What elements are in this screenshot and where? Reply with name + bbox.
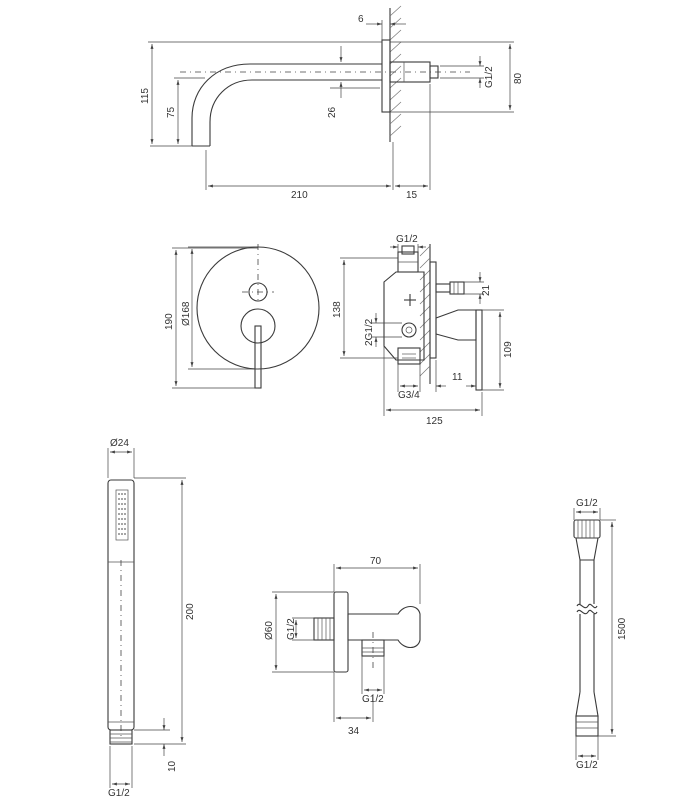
wall-outlet-dim-60: Ø60	[264, 621, 275, 640]
mixer-dim-125: 125	[426, 416, 443, 427]
hand-shower-drawing: Ø24 200 10 G1/2	[107, 438, 196, 799]
hose-dim-1500: 1500	[617, 617, 628, 640]
mixer-lever	[254, 325, 262, 389]
hand-shower-thread	[109, 729, 133, 745]
spout-plate	[381, 39, 391, 113]
mixer-thread-top: G1/2	[396, 234, 418, 245]
wall-outlet-dim-34: 34	[348, 726, 360, 737]
wall-outlet-thread-left: G1/2	[286, 618, 297, 640]
mixer-diverter-pin	[449, 281, 465, 295]
mixer-lever-side	[475, 309, 483, 391]
mixer-front-drawing: 190 Ø168	[164, 244, 320, 389]
mixer-body	[383, 271, 425, 361]
spout-dim-26: 26	[327, 106, 338, 118]
hose-drawing: G1/2 1500 G1/2	[573, 498, 628, 771]
spout-thread-label: G1/2	[484, 66, 495, 88]
spout-dim-210: 210	[291, 190, 308, 201]
mixer-dim-11: 11	[452, 372, 463, 383]
hand-shower-dim-24: Ø24	[110, 438, 129, 449]
hand-shower-thread-label: G1/2	[108, 788, 130, 799]
hand-shower-dim-200: 200	[185, 603, 196, 620]
hose-break-bottom	[576, 609, 598, 615]
wall-outlet-plate	[333, 591, 349, 673]
mixer-handle-side	[435, 309, 477, 341]
mixer-side-inlet	[401, 322, 417, 338]
wall-outlet-dim-70: 70	[370, 556, 382, 567]
hand-shower-nozzles	[118, 493, 126, 535]
mixer-plate	[429, 261, 437, 359]
spout-dim-15: 15	[406, 190, 418, 201]
mixer-dim-168: Ø168	[181, 301, 192, 326]
spout-dim-75: 75	[166, 106, 177, 118]
spout-drawing: 6 115 75 26 G1/2 80 210 15	[140, 5, 524, 201]
hose-break-top	[576, 603, 598, 609]
mixer-thread-bottom: G3/4	[398, 390, 420, 401]
hose-top-cone	[575, 537, 599, 561]
mixer-dim-190: 190	[164, 313, 175, 330]
spout-dim-80: 80	[513, 72, 524, 84]
spout-outer-curve	[191, 63, 382, 146]
mixer-dim-138: 138	[332, 301, 343, 318]
hand-shower-dim-10: 10	[167, 760, 178, 772]
spout-wall-hatch	[389, 5, 402, 137]
hose-bottom-cone	[575, 691, 599, 717]
mixer-cover-plate	[196, 246, 320, 370]
mixer-thread-side: 2G1/2	[364, 318, 375, 346]
hose-bottom-nut	[575, 715, 599, 737]
mixer-dim-21: 21	[481, 284, 492, 296]
mixer-handle-base	[240, 308, 276, 344]
spout-inner-curve	[209, 79, 382, 146]
wall-outlet-inlet-thread	[313, 617, 335, 641]
hose-thread-bottom: G1/2	[576, 760, 598, 771]
wall-outlet-holder	[347, 605, 421, 649]
spout-dim-115: 115	[140, 88, 151, 104]
hand-shower-nozzle-grid	[115, 489, 129, 541]
hose-top-nut	[573, 519, 601, 539]
mixer-dim-109: 109	[503, 341, 514, 358]
mixer-side-drawing: G1/2 138 2G1/2 21 109 11 G3/4	[332, 234, 514, 427]
hose-thread-top: G1/2	[576, 498, 598, 509]
wall-outlet-drawing: 70 Ø60 G1/2 G1/2 34	[264, 556, 421, 737]
spout-dim-6: 6	[358, 14, 364, 25]
mixer-bottom-outlet	[397, 347, 421, 365]
